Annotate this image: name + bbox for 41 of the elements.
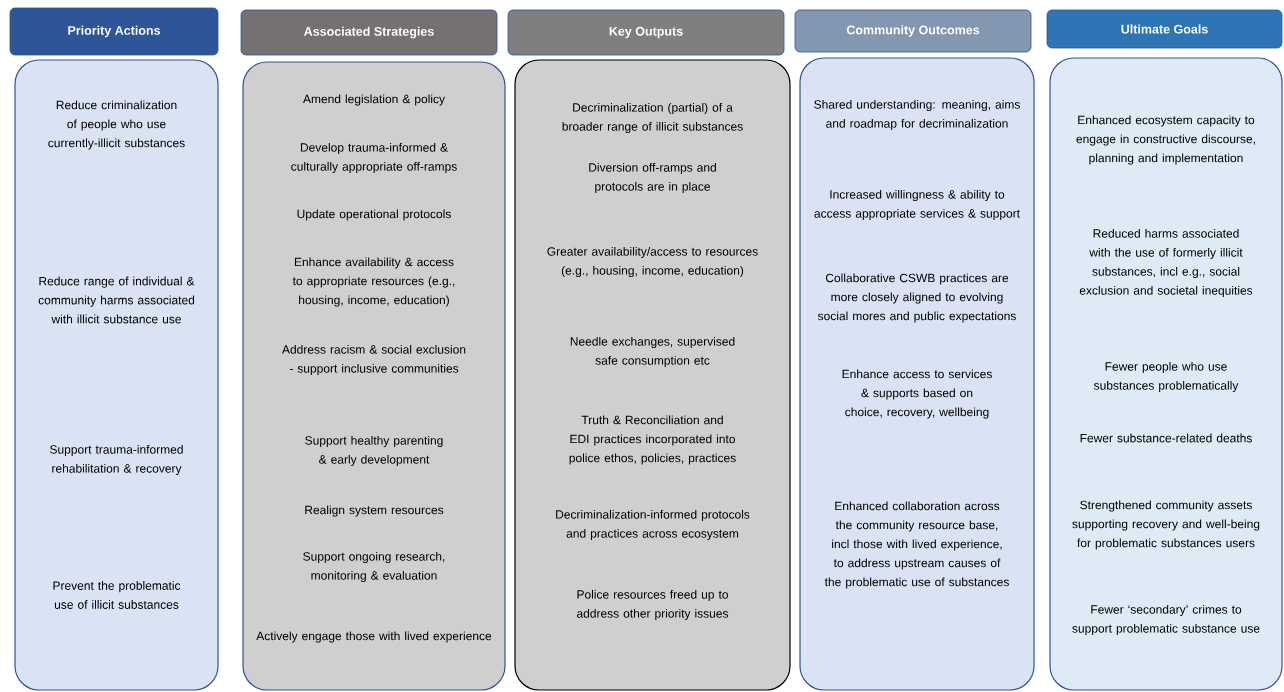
list-item: Fewer substance-related deaths: [1080, 433, 1252, 443]
list-item: Support healthy parenting & early development: [305, 435, 443, 467]
list-item: Needle exchanges, supervised safe consumption etc: [570, 336, 735, 368]
list-item: Prevent the problematic use of illicit substances: [53, 581, 181, 609]
list-item: Update operational protocols: [297, 209, 451, 221]
list-item: Enhance availability & access to appropriate resources (e.g., housing, income, education): [292, 257, 455, 307]
list-item: Reduce range of individual & community harms associated with illicit substance use: [38, 276, 195, 324]
column-header: Key Outputs: [507, 9, 785, 56]
list-item: Police resources freed up to address other priority issues: [577, 589, 729, 621]
column-panel: [242, 61, 506, 691]
list-item: Decriminalization-informed protocols and practices across ecosystem: [556, 509, 750, 541]
list-item: Develop trauma-informed & culturally appropriate off-ramps: [291, 142, 457, 174]
column-header: Associated Strategies: [240, 9, 498, 56]
list-item: Shared understanding: meaning, aims and roadmap for decriminalization: [814, 99, 1020, 131]
column-panel: [514, 59, 791, 691]
list-item: Truth & Reconciliation and EDI practices incorporated into police ethos, policies, practices: [569, 415, 736, 465]
column-panel: [1049, 57, 1283, 691]
list-item: Collaborative CSWB practices are more closely aligned to evolving social mores and public expectations: [817, 273, 1016, 323]
list-item: Enhanced ecosystem capacity to engage in constructive discourse, planning and implementation: [1076, 115, 1255, 165]
list-item: Support trauma-informed rehabilitation & recovery: [50, 444, 183, 476]
list-item: Reduce criminalization of people who use currently-illicit substances: [48, 100, 185, 150]
column-header: Priority Actions: [9, 7, 219, 56]
list-item: Support ongoing research, monitoring & evaluation: [303, 551, 445, 583]
list-item: Realign system resources: [305, 505, 444, 517]
list-item: Enhance access to services & supports based on choice, recovery, wellbeing: [842, 369, 992, 419]
column-header: Ultimate Goals: [1046, 9, 1283, 49]
column-header: Community Outcomes: [794, 9, 1032, 53]
list-item: Diversion off-ramps and protocols are in place: [589, 162, 716, 194]
list-item: Decriminalization (partial) of a broader range of illicit substances: [562, 102, 743, 134]
list-item: Reduced harms associated with the use of formerly illicit substances, incl e.g., social exclusion and societal inequities: [1079, 228, 1253, 298]
list-item: Enhanced collaboration across the community resource base, incl those with lived experience, to address upstream causes of the problematic use of substances: [824, 501, 1009, 589]
list-item: Increased willingness & ability to access appropriate services & support: [814, 189, 1020, 221]
column-panel: [14, 59, 219, 691]
list-item: Amend legislation & policy: [303, 94, 445, 106]
list-item: Fewer people who use substances problematically: [1093, 361, 1239, 393]
column-panel: [799, 57, 1035, 691]
list-item: Address racism & social exclusion - support inclusive communities: [282, 344, 466, 376]
list-item: Actively engage those with lived experience: [256, 631, 492, 643]
list-item: Strengthened community assets supporting recovery and well-being for problematic substances users: [1072, 500, 1260, 550]
list-item: Greater availability/access to resources (e.g., housing, income, education): [547, 246, 758, 278]
list-item: Fewer ‘secondary’ crimes to support problematic substance use: [1072, 604, 1260, 636]
